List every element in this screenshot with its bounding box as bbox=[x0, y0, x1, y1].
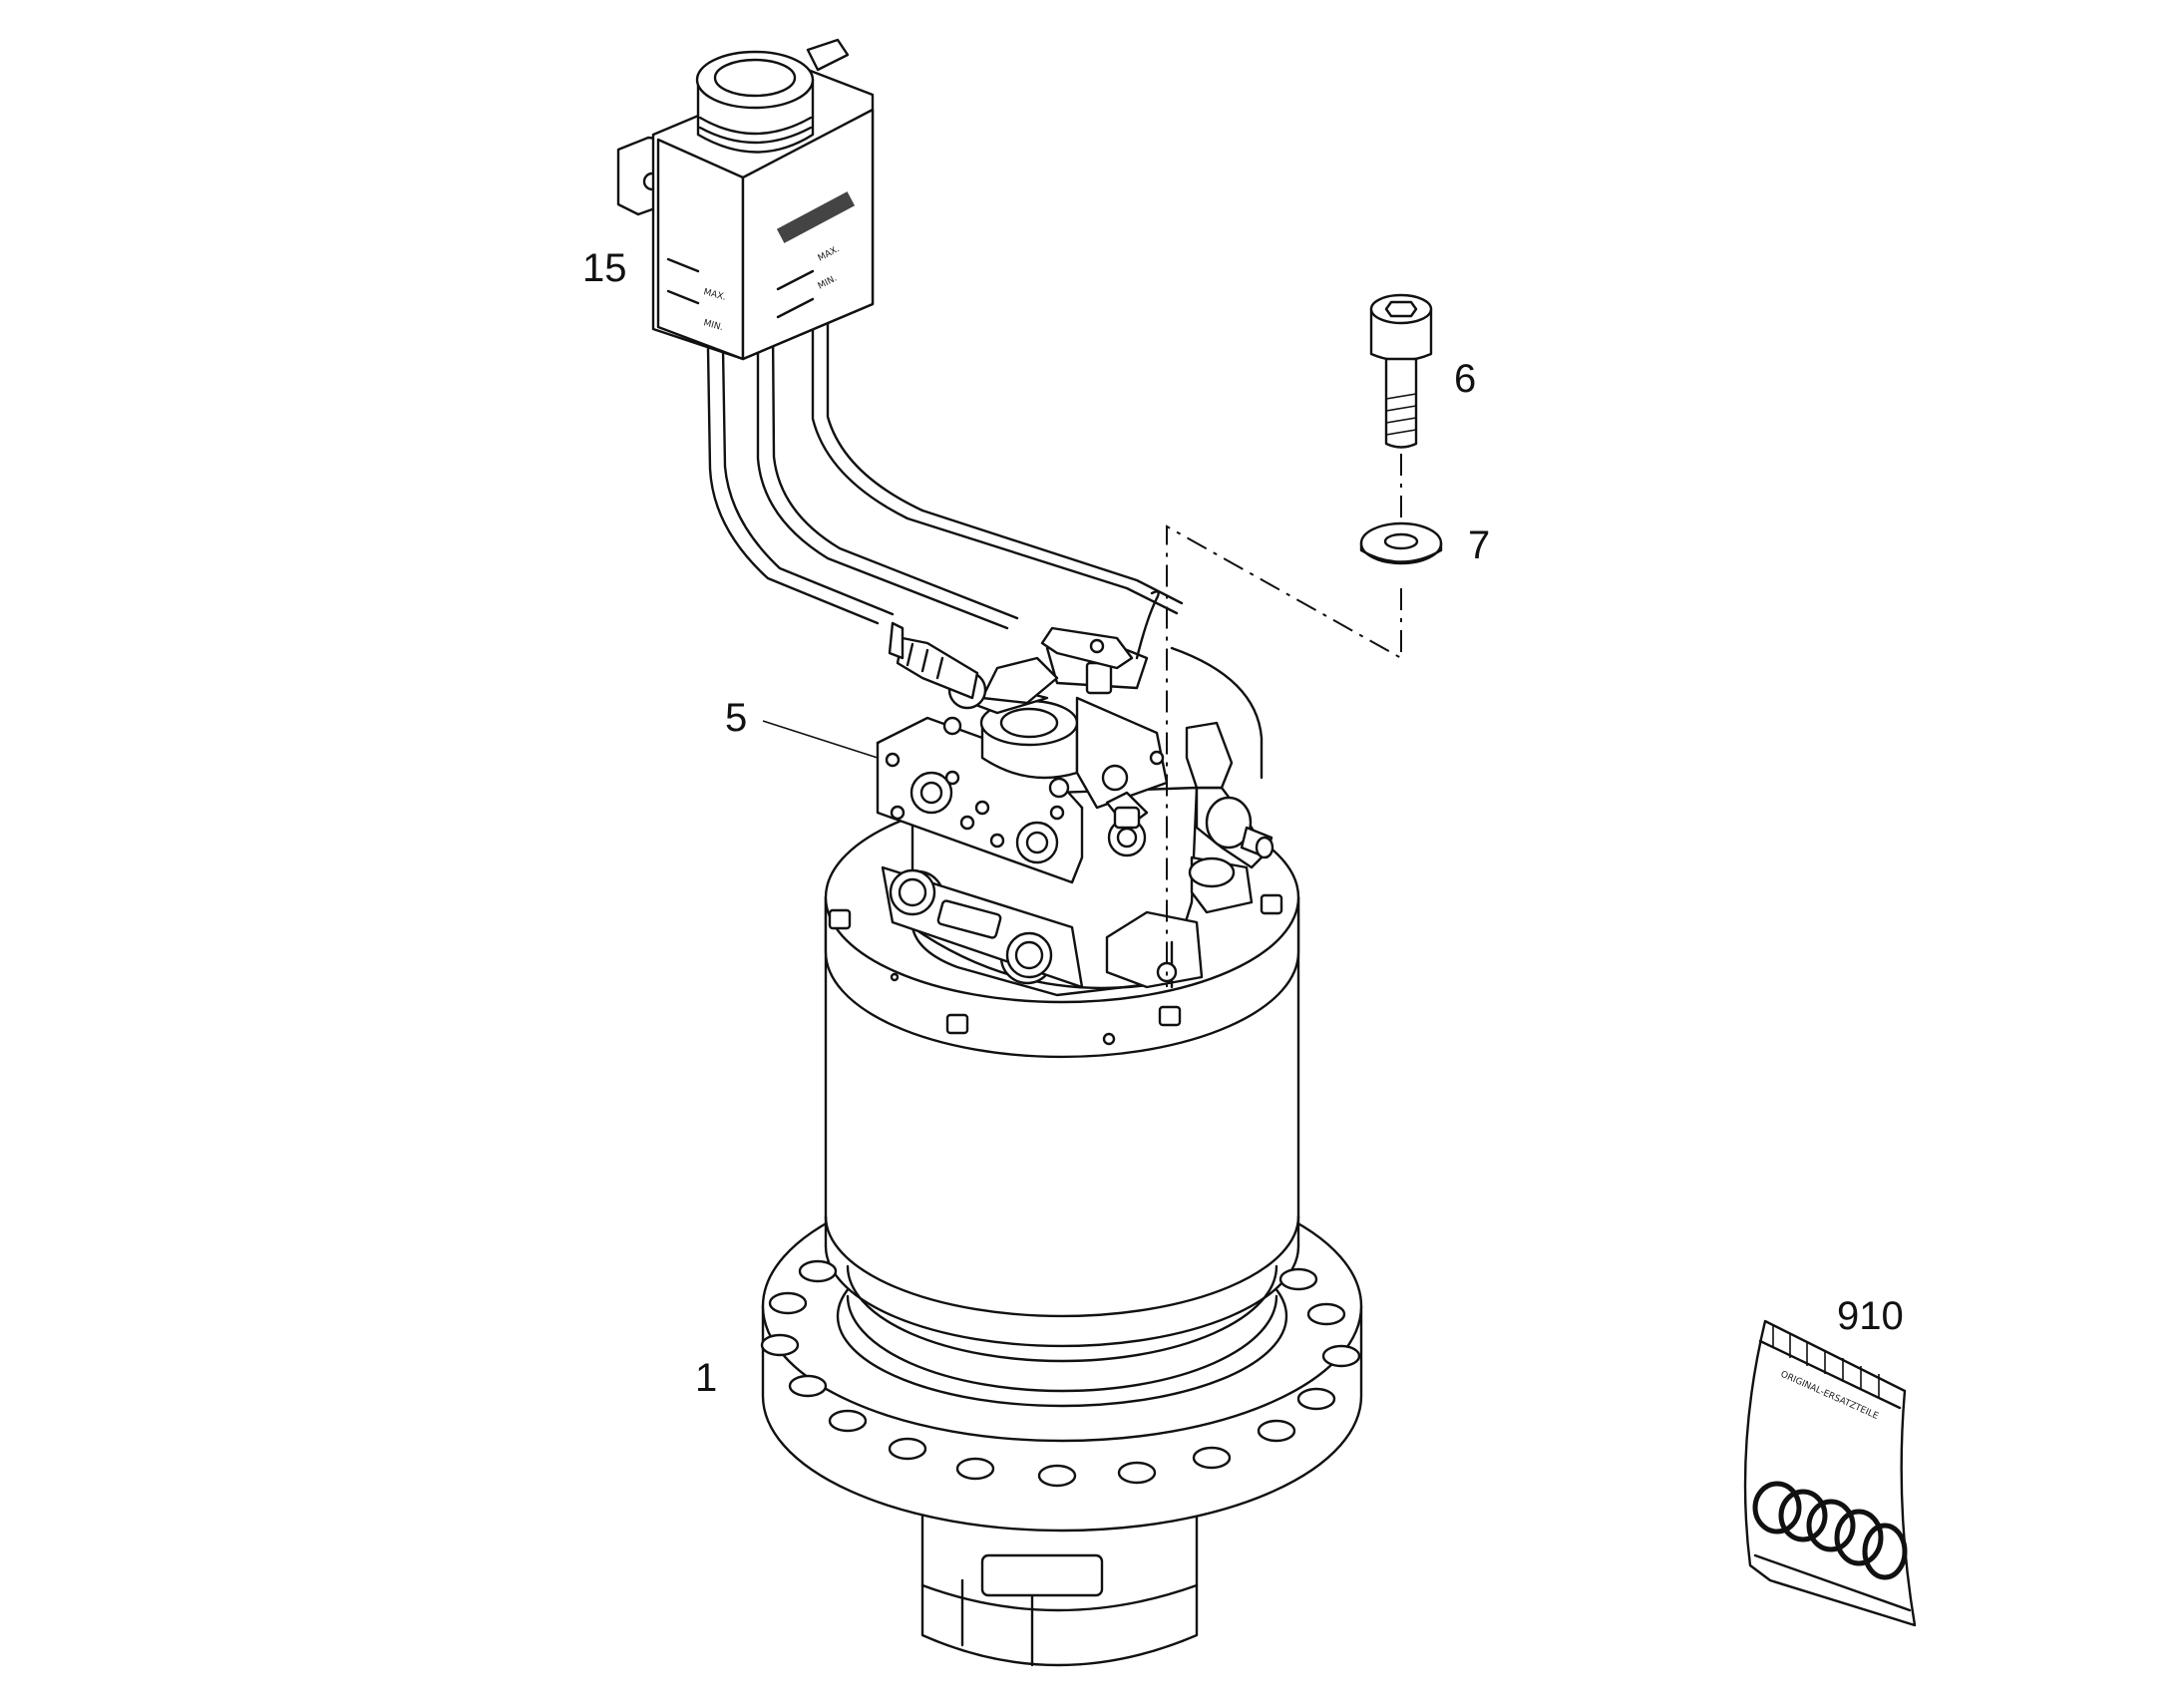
callout-5-leader bbox=[762, 720, 879, 759]
oil-reservoir: MAX. MIN. MAX. MIN. bbox=[616, 38, 875, 361]
hydraulic-hoses bbox=[706, 307, 1184, 630]
hydraulic-motor bbox=[876, 590, 1274, 997]
callout-5: 5 bbox=[725, 696, 747, 740]
brand-plate-icon bbox=[776, 191, 856, 243]
callout-7: 7 bbox=[1468, 523, 1490, 567]
flange-bolt-holes bbox=[760, 1259, 1361, 1488]
socket-head-screw bbox=[1369, 293, 1433, 528]
o-rings-icon bbox=[1752, 1481, 1908, 1580]
washer bbox=[1359, 521, 1443, 565]
callout-15: 15 bbox=[582, 246, 627, 290]
seal-kit-bag: ORIGINAL-ERSATZTEILE bbox=[1743, 1319, 1917, 1627]
callout-910: 910 bbox=[1837, 1294, 1904, 1338]
housing-top-bolts bbox=[828, 893, 1283, 1046]
callout-6: 6 bbox=[1454, 357, 1476, 401]
callout-1: 1 bbox=[695, 1356, 717, 1400]
